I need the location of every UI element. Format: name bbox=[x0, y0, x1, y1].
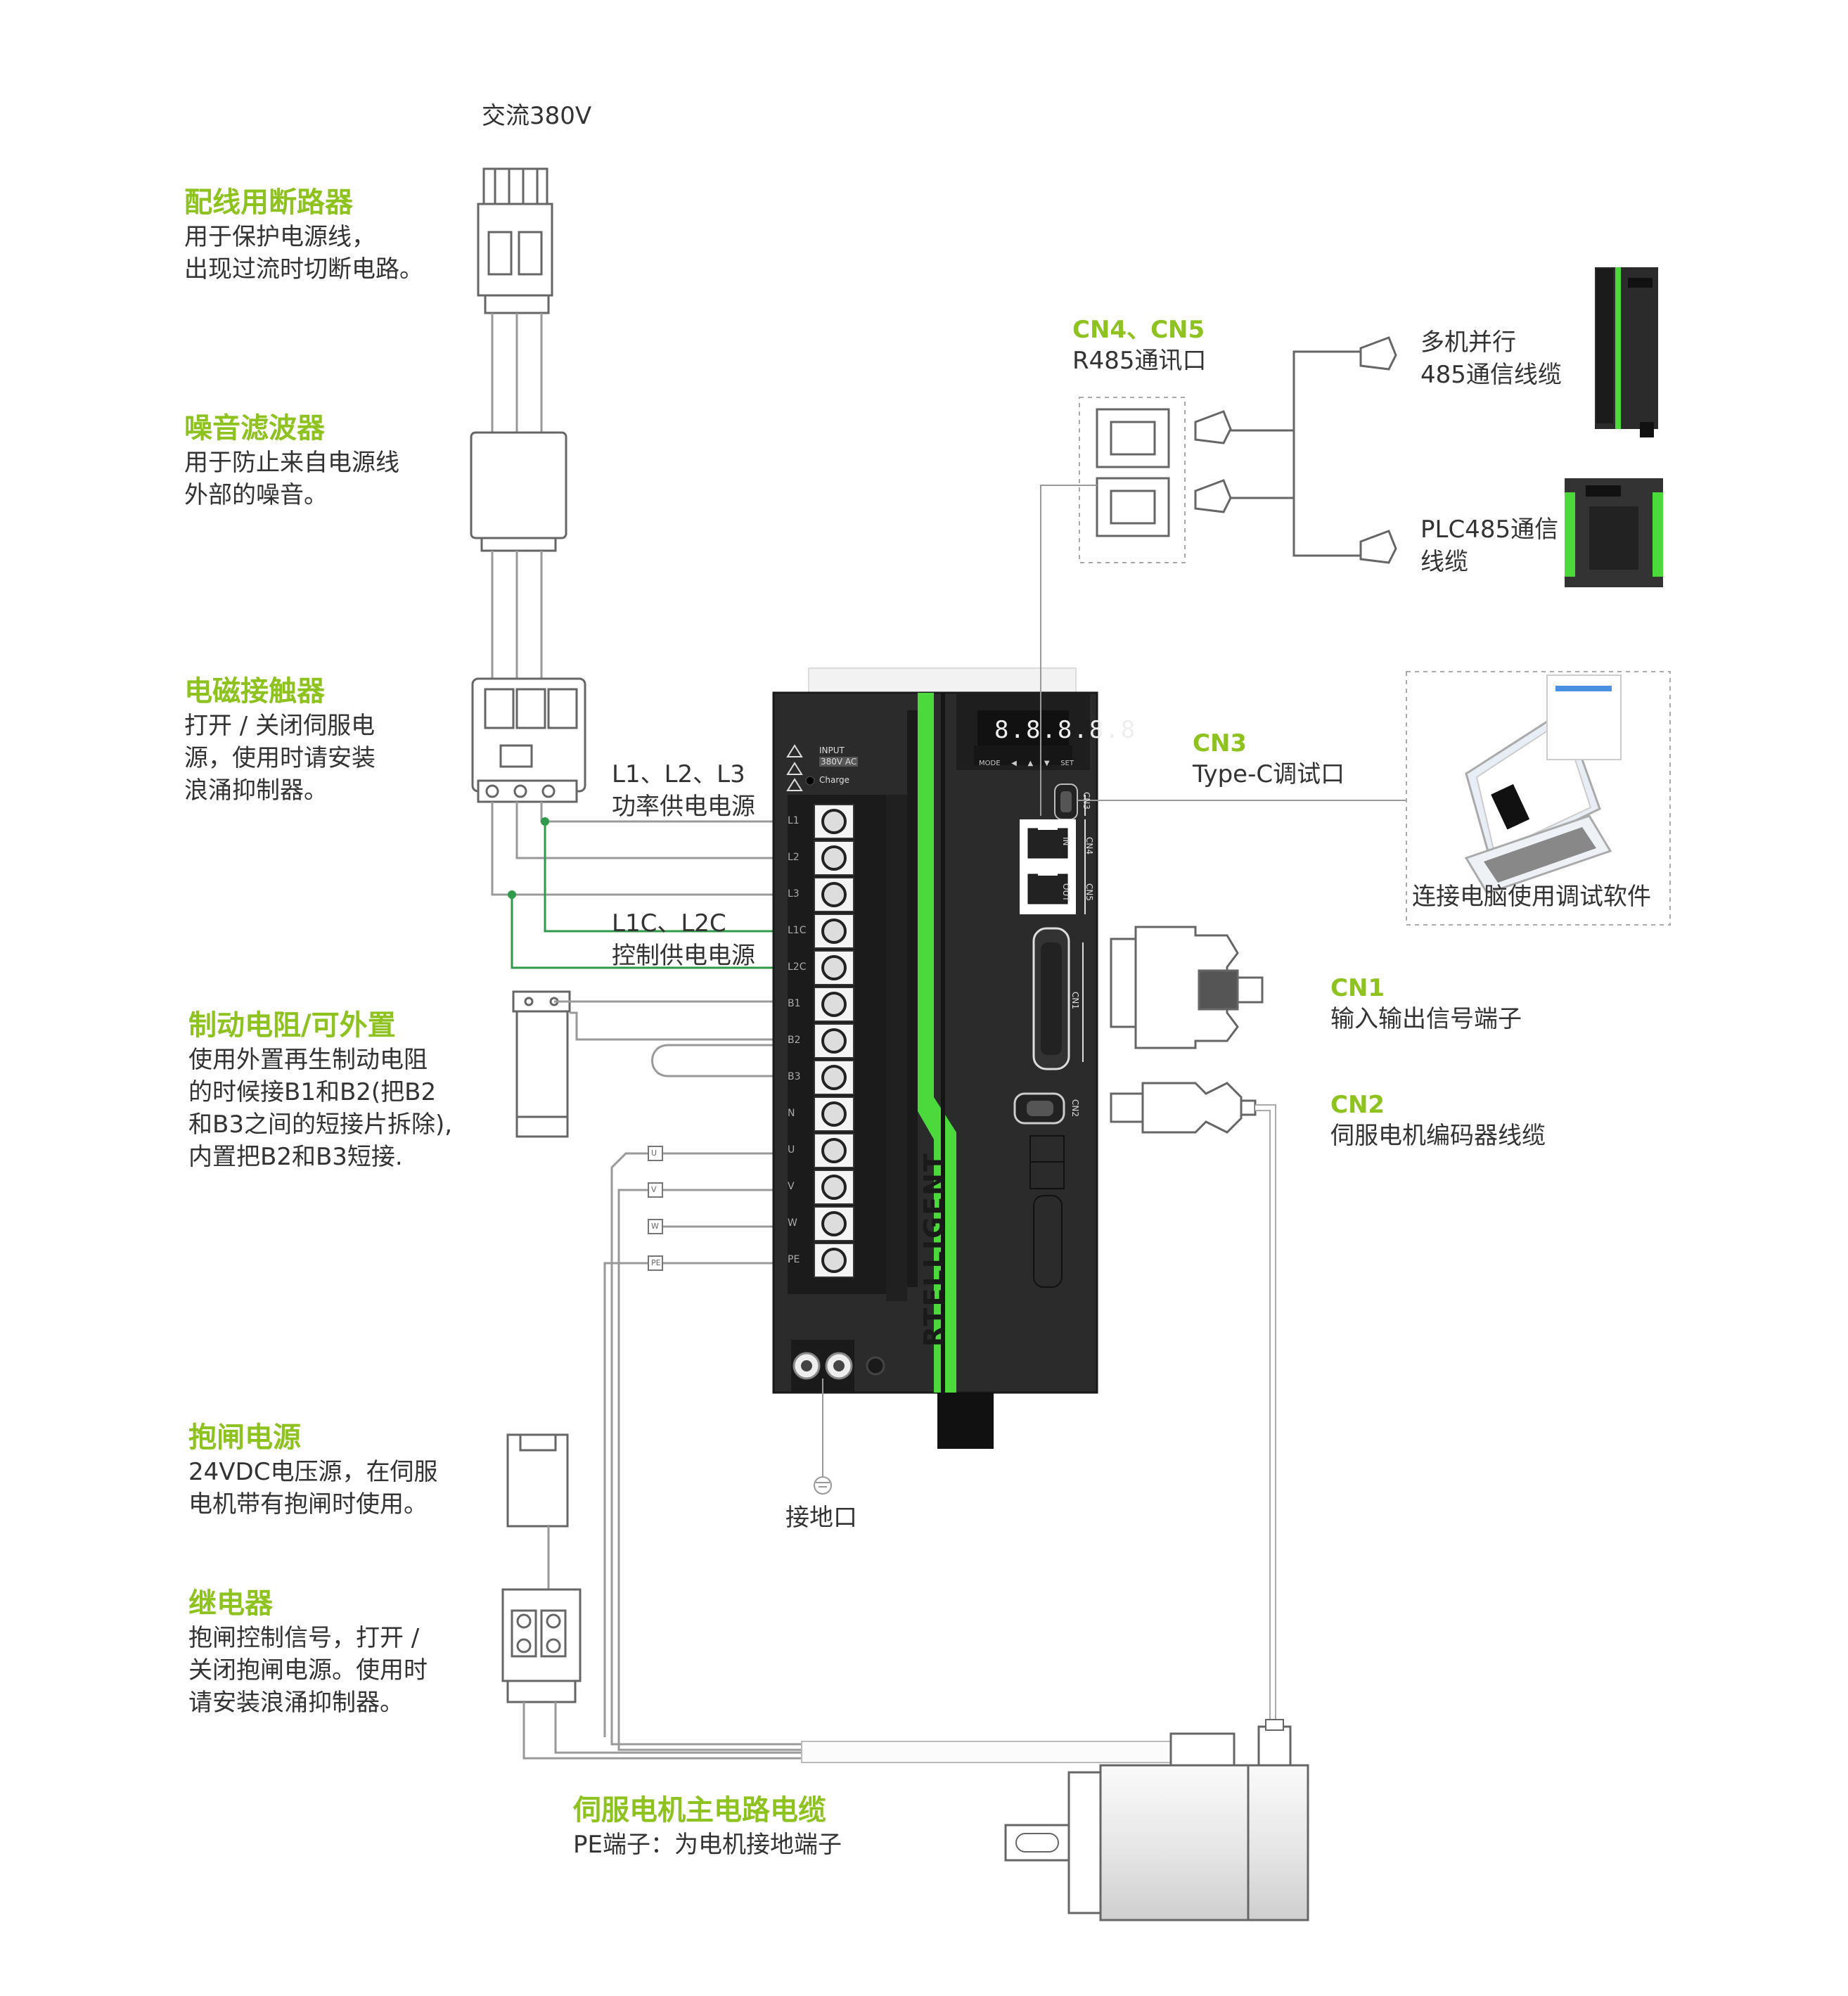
plc-icon bbox=[1565, 478, 1663, 587]
cn45-title: CN4、CN5 bbox=[1072, 316, 1205, 344]
key-left[interactable]: ◀ bbox=[1011, 760, 1017, 767]
terminal-label-l1: L1 bbox=[788, 815, 800, 826]
port-out-label: OUT bbox=[1061, 883, 1071, 902]
motor-cable-text: 伺服电机主电路电缆 PE端子：为电机接地端子 bbox=[573, 1792, 842, 1861]
rj45-plugs bbox=[1194, 336, 1397, 564]
key-mode[interactable]: MODE bbox=[979, 760, 1001, 767]
terminal-screws bbox=[814, 804, 854, 1278]
rj45-jacks bbox=[1096, 408, 1170, 537]
terminal-screw-v[interactable] bbox=[821, 1175, 847, 1200]
control-power-text: L1C、L2C 控制供电电源 bbox=[612, 909, 755, 970]
terminal-label-b3: B3 bbox=[788, 1071, 801, 1082]
pc-label: 连接电脑使用调试软件 bbox=[1412, 883, 1651, 911]
key-set[interactable]: SET bbox=[1060, 760, 1074, 767]
laptop-icon bbox=[1464, 674, 1622, 895]
motor-lead-label: V bbox=[651, 1185, 657, 1194]
key-down[interactable]: ▼ bbox=[1044, 760, 1050, 767]
relay-title: 继电器 bbox=[188, 1587, 273, 1620]
drive-charge-label: Charge bbox=[819, 775, 850, 785]
drive-voltage-label: 380V AC bbox=[819, 757, 859, 767]
terminal-screw-u[interactable] bbox=[821, 1138, 847, 1163]
terminal-screw-l3[interactable] bbox=[821, 882, 847, 907]
breaker-title: 配线用断路器 bbox=[184, 186, 353, 219]
terminal-screw-l1[interactable] bbox=[821, 809, 847, 834]
terminal-label-n: N bbox=[788, 1108, 795, 1119]
relay-text: 继电器 抱闸控制信号，打开 / 关闭抱闸电源。使用时 请安装浪涌抑制器。 bbox=[188, 1585, 428, 1719]
breaker-text: 配线用断路器 用于保护电源线， 出现过流时切断电路。 bbox=[184, 184, 423, 286]
brake-power-text: 抱闸电源 24VDC电压源，在伺服 电机带有抱闸时使用。 bbox=[188, 1419, 437, 1521]
terminal-label-l1c: L1C bbox=[788, 925, 807, 936]
drive-input-label: INPUT bbox=[819, 746, 845, 755]
motor-lead-label: W bbox=[651, 1222, 659, 1231]
terminal-screw-b2[interactable] bbox=[821, 1028, 847, 1054]
contactor-text: 电磁接触器 打开 / 关闭伺服电 源，使用时请安装 浪涌抑制器。 bbox=[184, 673, 376, 807]
drive-keys: MODE ◀ ▲ ▼ SET bbox=[979, 760, 1074, 767]
terminal-label-l2c: L2C bbox=[788, 961, 807, 973]
terminal-screw-b3[interactable] bbox=[821, 1065, 847, 1090]
noise-filter-icon bbox=[470, 431, 567, 552]
terminal-label-l2: L2 bbox=[788, 852, 800, 863]
terminal-label-l3: L3 bbox=[788, 888, 800, 900]
motor-lead-label: PE bbox=[651, 1258, 661, 1267]
ground-symbol-icon bbox=[814, 1378, 832, 1495]
contactor-title: 电磁接触器 bbox=[184, 675, 325, 708]
terminal-label-v: V bbox=[788, 1181, 795, 1192]
other-drive-icon bbox=[1595, 267, 1658, 437]
cn2-text: CN2 伺服电机编码器线缆 bbox=[1330, 1091, 1546, 1150]
brake-power-icon bbox=[506, 1433, 569, 1528]
noise-filter-text: 噪音滤波器 用于防止来自电源线 外部的噪音。 bbox=[184, 410, 399, 511]
cn4-port-label: CN4 bbox=[1084, 837, 1094, 855]
drive-ports bbox=[1013, 783, 1086, 1288]
terminal-screw-b1[interactable] bbox=[821, 992, 847, 1017]
drive-display: 8.8.8.8.8 bbox=[994, 716, 1137, 744]
motor-lead-label: U bbox=[651, 1149, 657, 1158]
ground-label: 接地口 bbox=[785, 1504, 857, 1532]
cn1-title: CN1 bbox=[1330, 974, 1385, 1002]
cn2-connector-icon bbox=[1110, 1082, 1257, 1134]
pc-box bbox=[1406, 671, 1671, 926]
terminal-screw-l2c[interactable] bbox=[821, 955, 847, 980]
supply-label: 交流380V bbox=[482, 102, 592, 130]
cn3-text: CN3 Type-C调试口 bbox=[1193, 729, 1345, 788]
terminal-label-pe: PE bbox=[788, 1254, 800, 1265]
cn5-port-label: CN5 bbox=[1084, 883, 1094, 901]
rj45-box bbox=[1079, 397, 1186, 563]
noise-filter-title: 噪音滤波器 bbox=[184, 412, 325, 444]
terminal-screw-n[interactable] bbox=[821, 1101, 847, 1127]
terminal-screw-l2[interactable] bbox=[821, 845, 847, 871]
servo-motor-icon bbox=[1004, 1719, 1309, 1921]
cn1-connector-icon bbox=[1110, 926, 1264, 1049]
cn3-port-label: CN3 bbox=[1082, 792, 1091, 810]
plc485-text: PLC485通信 线缆 bbox=[1420, 516, 1559, 576]
terminal-label-w: W bbox=[788, 1217, 797, 1229]
relay-icon bbox=[501, 1588, 582, 1703]
cn1-port-label: CN1 bbox=[1070, 992, 1080, 1009]
brake-resistor-text: 制动电阻/可外置 使用外置再生制动电阻 的时候接B1和B2(把B2 和B3之间的… bbox=[188, 1007, 452, 1173]
brake-resistor-title: 制动电阻/可外置 bbox=[188, 1009, 396, 1042]
cn1-text: CN1 输入输出信号端子 bbox=[1330, 974, 1522, 1033]
cn3-title: CN3 bbox=[1193, 729, 1247, 757]
cn45-text: CN4、CN5 R485通讯口 bbox=[1072, 316, 1207, 375]
main-power-text: L1、L2、L3 功率供电电源 bbox=[612, 760, 755, 821]
drive-brand: RTELLIGENT bbox=[918, 1152, 949, 1347]
port-in-label: IN bbox=[1061, 837, 1071, 846]
cn2-port-label: CN2 bbox=[1070, 1099, 1080, 1117]
breaker-icon bbox=[477, 167, 553, 314]
key-up[interactable]: ▲ bbox=[1027, 760, 1034, 767]
terminal-screw-w[interactable] bbox=[821, 1211, 847, 1236]
terminal-label-b1: B1 bbox=[788, 998, 801, 1009]
brake-power-title: 抱闸电源 bbox=[188, 1421, 301, 1454]
terminal-screw-l1c[interactable] bbox=[821, 919, 847, 944]
motor-lead-labels bbox=[648, 1146, 663, 1271]
motor-cable-title: 伺服电机主电路电缆 bbox=[573, 1794, 826, 1827]
contactor-icon bbox=[471, 677, 586, 803]
terminal-label-u: U bbox=[788, 1144, 795, 1156]
cn2-title: CN2 bbox=[1330, 1091, 1385, 1119]
brake-resistor-icon bbox=[512, 990, 571, 1138]
terminal-label-b2: B2 bbox=[788, 1035, 801, 1046]
terminal-screw-pe[interactable] bbox=[821, 1248, 847, 1273]
multi-parallel-text: 多机并行 485通信线缆 bbox=[1420, 328, 1562, 389]
